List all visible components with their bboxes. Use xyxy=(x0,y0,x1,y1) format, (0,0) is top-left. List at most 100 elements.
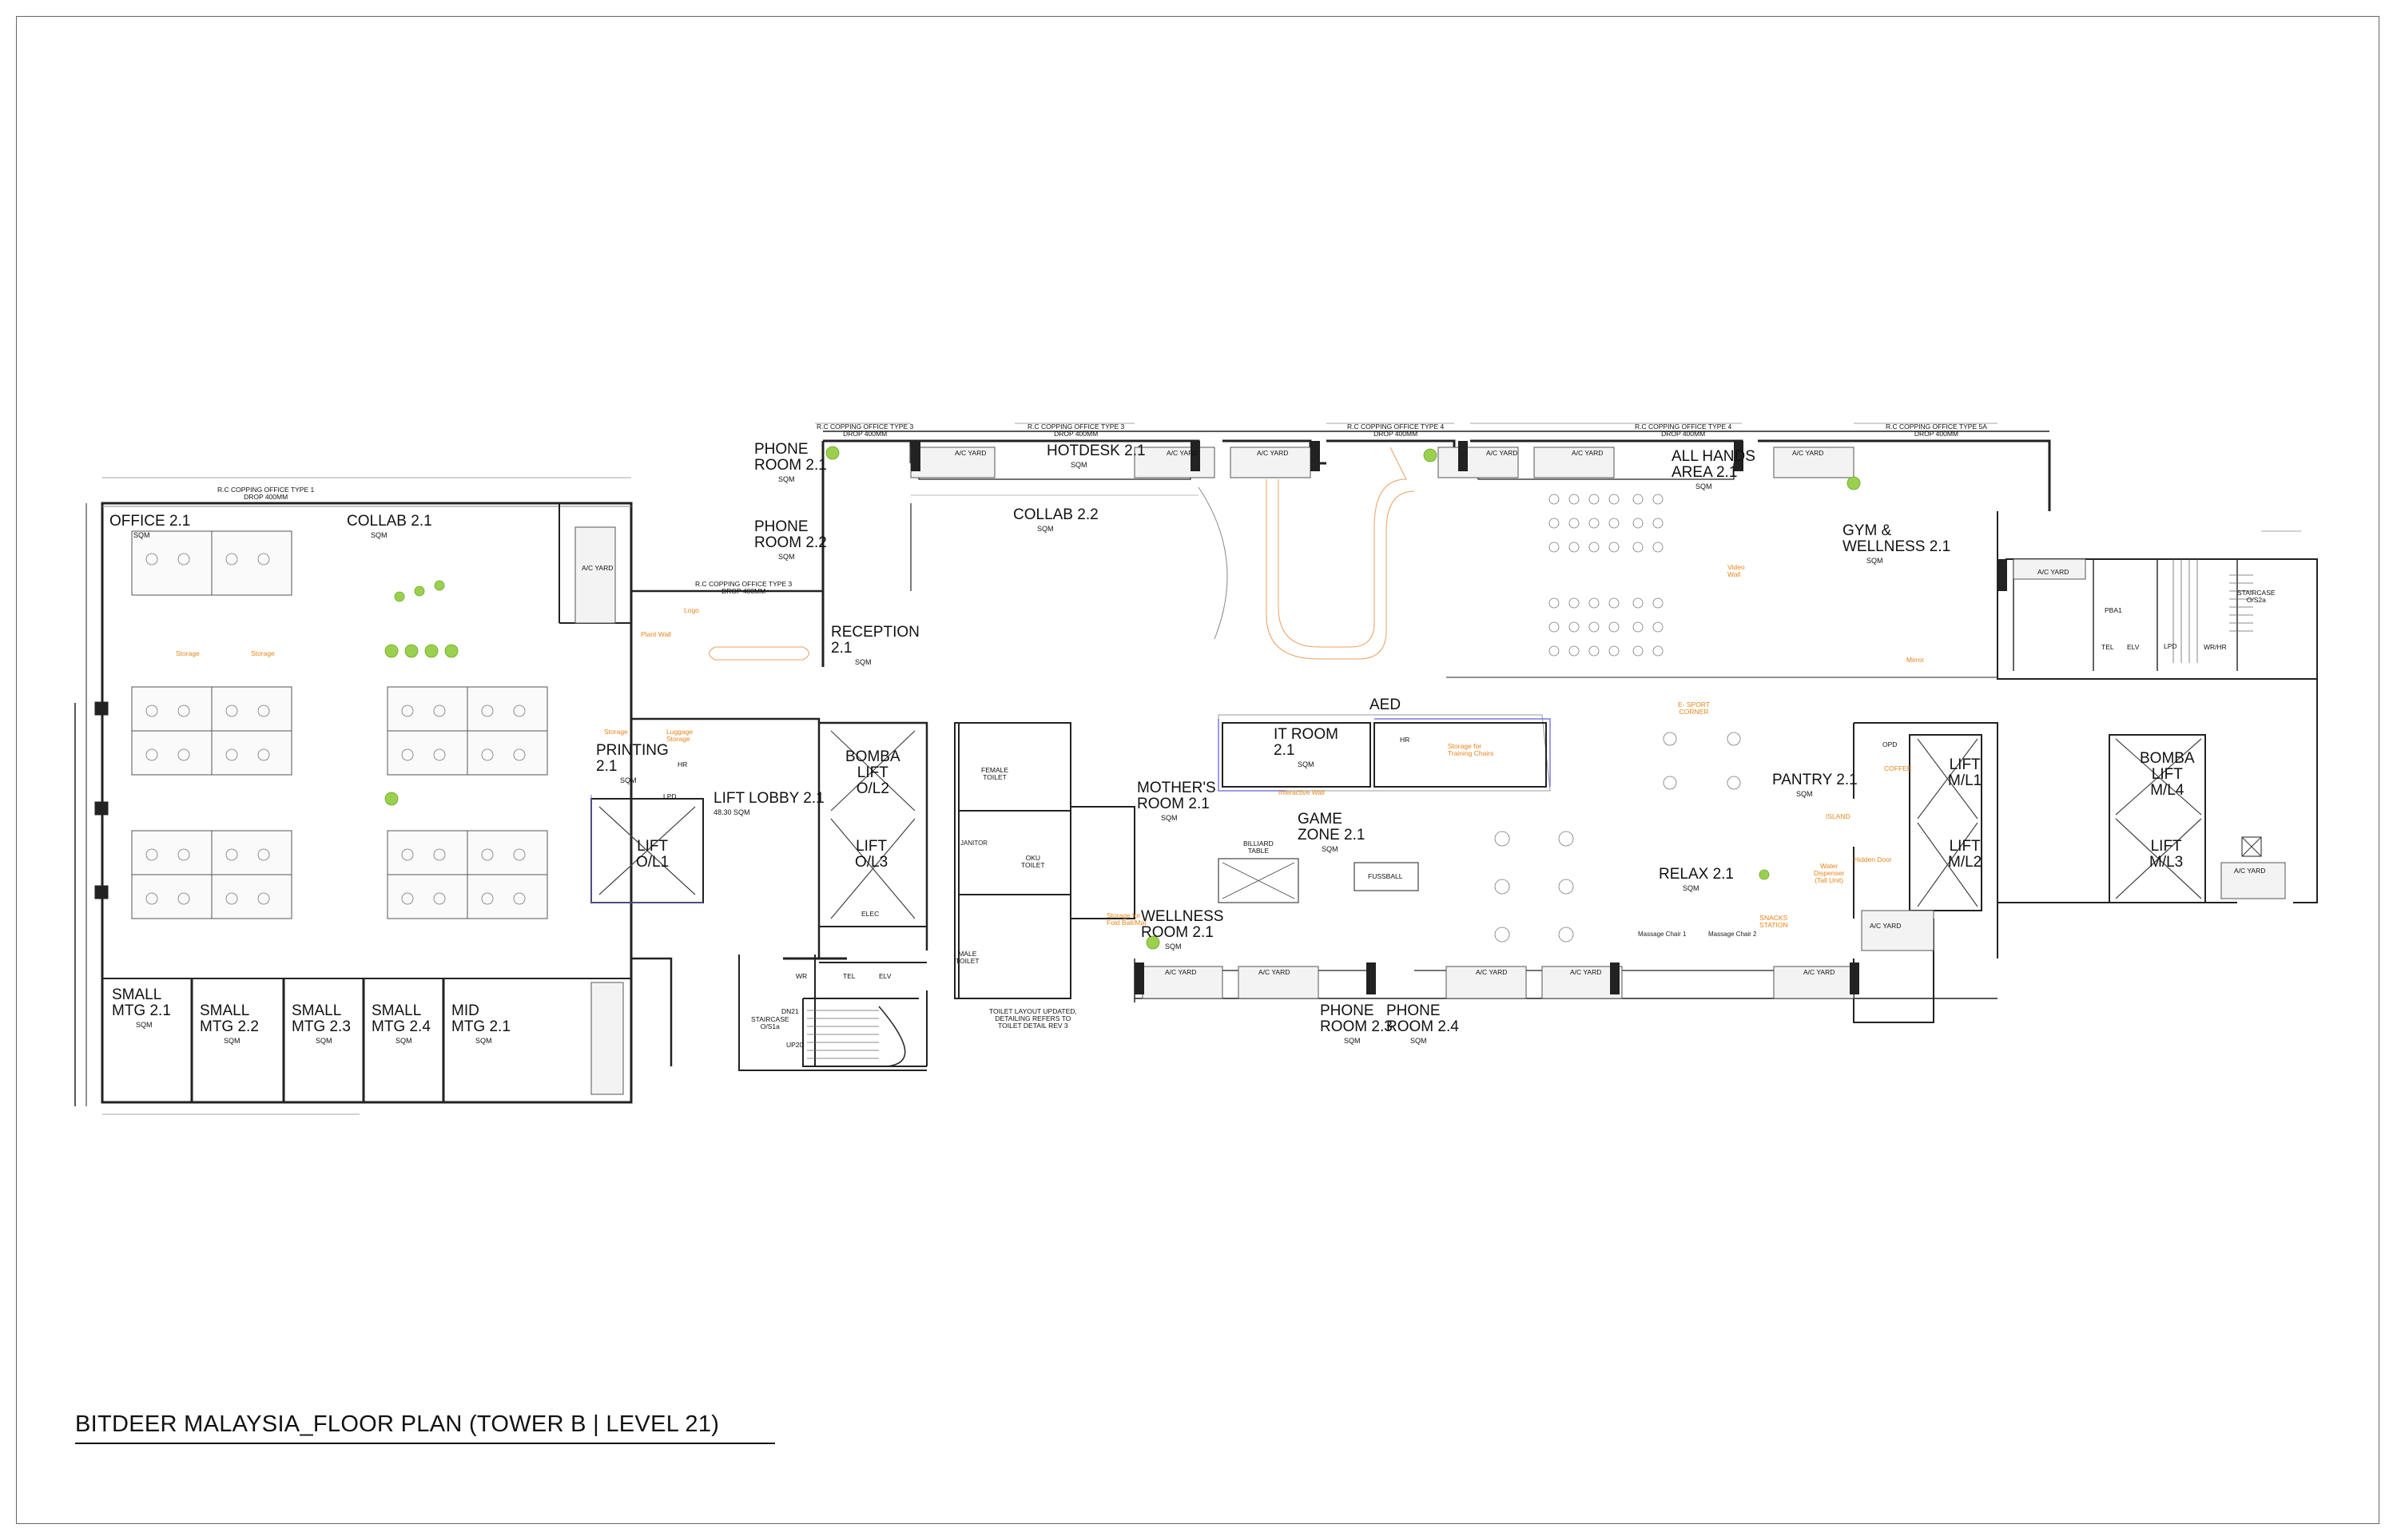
note-island: ISLAND xyxy=(1826,812,1850,820)
lift-m-l4: BOMBA LIFT M/L4 xyxy=(2140,750,2195,799)
ac-yard-13: A/C YARD xyxy=(1803,968,1835,976)
elv-label: ELV xyxy=(879,972,892,980)
fussball-label: FUSSBALL xyxy=(1368,872,1403,880)
note-mirror: Mirror xyxy=(1906,656,1925,664)
note-esport: E- SPORT CORNER xyxy=(1678,701,1710,716)
it-room xyxy=(590,718,1551,903)
ceiling-note-1: R.C COPPING OFFICE TYPE 1 DROP 400MM xyxy=(217,486,315,501)
ac-yard-12: A/C YARD xyxy=(1570,968,1602,976)
ac-yard-2: A/C YARD xyxy=(1167,449,1198,457)
elv-label-right: ELV xyxy=(2127,643,2140,651)
note-water-dispenser: Water Dispenser (Tall Unit) xyxy=(1814,862,1845,884)
collab-curve xyxy=(911,486,1228,640)
ceiling-note-7: R.C COPPING OFFICE TYPE 5A DROP 400MM xyxy=(1886,423,1987,438)
male-toilet-label: MALE TOILET xyxy=(956,950,980,965)
ceiling-note-2: R.C COPPING OFFICE TYPE 3 DROP 400MM xyxy=(817,423,914,438)
ac-yard-8: A/C YARD xyxy=(582,564,614,572)
aed-label: AED xyxy=(1369,697,1401,713)
hr-label-it: HR xyxy=(1400,736,1410,744)
note-snacks: SNACKS STATION xyxy=(1759,914,1788,929)
lift-shafts xyxy=(598,730,2262,919)
tel-label: TEL xyxy=(843,972,856,980)
lift-o-l2: BOMBA LIFT O/L2 xyxy=(845,748,900,797)
massage-chair-2: Massage Chair 2 xyxy=(1708,931,1757,938)
hr-label-lobby: HR xyxy=(678,760,688,768)
staircase-a-label: STAIRCASE O/S1a xyxy=(751,1015,789,1030)
note-coffee: COFFEE xyxy=(1884,764,1912,772)
dn21-label: DN21 xyxy=(781,1007,799,1015)
ac-yard-1: A/C YARD xyxy=(955,449,987,457)
it-room-walls xyxy=(1222,722,1547,788)
pba1-label: PBA1 xyxy=(2105,606,2122,614)
note-storage-foldball: Storage for Fold Ball/Mat xyxy=(1107,911,1147,927)
janitor-label: JANITOR xyxy=(960,839,988,847)
female-toilet-label: FEMALE TOILET xyxy=(981,766,1009,781)
oku-toilet-label: OKU TOILET xyxy=(1021,854,1045,869)
massage-chair-1: Massage Chair 1 xyxy=(1638,931,1687,938)
running-track xyxy=(1266,447,1415,660)
note-luggage: Luggage Storage xyxy=(666,728,694,743)
columns xyxy=(911,441,2007,994)
ac-yard-5: A/C YARD xyxy=(1572,449,1604,457)
lpd-label: LPD xyxy=(663,792,677,800)
lpd-label-right: LPD xyxy=(2164,642,2177,650)
note-storage-a: Storage xyxy=(176,649,200,657)
sheet-border xyxy=(16,16,2379,1524)
wr-label: WR xyxy=(796,972,808,980)
lift-m-l2: LIFT M/L2 xyxy=(1948,838,1982,871)
plants xyxy=(384,446,1861,950)
staircase-b-label: STAIRCASE O/S2a xyxy=(2237,589,2276,604)
ceiling-note-5: R.C COPPING OFFICE TYPE 4 DROP 400MM xyxy=(1347,423,1445,438)
game-tables xyxy=(1218,858,1419,903)
ceiling-note-4: R.C COPPING OFFICE TYPE 3 DROP 400MM xyxy=(695,580,793,595)
note-video-wall: Video Wall xyxy=(1727,563,1745,578)
ac-yard-6: A/C YARD xyxy=(1792,449,1824,457)
note-interactive-wall: Interactive Wall xyxy=(1278,788,1325,796)
ac-yard-15: A/C YARD xyxy=(2234,867,2266,875)
billiard-label: BILLIARD TABLE xyxy=(1243,839,1274,855)
ac-yard-14: A/C YARD xyxy=(1870,922,1902,930)
lift-m-l3: LIFT M/L3 xyxy=(2149,838,2184,871)
toilet-note: TOILET LAYOUT UPDATED, DETAILING REFERS … xyxy=(989,1007,1077,1030)
elec-label: ELEC xyxy=(861,910,880,918)
lift-o-l1: LIFT O/L1 xyxy=(636,838,670,871)
reception-counter xyxy=(709,646,809,661)
chairs xyxy=(145,494,1741,943)
ac-yard-7: A/C YARD xyxy=(2037,568,2069,576)
title-underline xyxy=(75,1443,775,1444)
ceiling-note-6: R.C COPPING OFFICE TYPE 4 DROP 400MM xyxy=(1635,423,1732,438)
opd-label: OPD xyxy=(1882,740,1898,748)
drawing-title: BITDEER MALAYSIA_FLOOR PLAN (TOWER B | L… xyxy=(75,1411,720,1437)
note-hidden-door: Hidden Door xyxy=(1854,855,1892,863)
ac-yard-10: A/C YARD xyxy=(1258,968,1290,976)
wrhr-label: WR/HR xyxy=(2204,643,2227,651)
ac-yard-3: A/C YARD xyxy=(1257,449,1289,457)
dimension-lines xyxy=(102,423,2301,1115)
up20-label: UP20 xyxy=(786,1041,804,1049)
note-storage-b: Storage xyxy=(251,649,275,657)
staircase-treads xyxy=(807,559,2253,1059)
